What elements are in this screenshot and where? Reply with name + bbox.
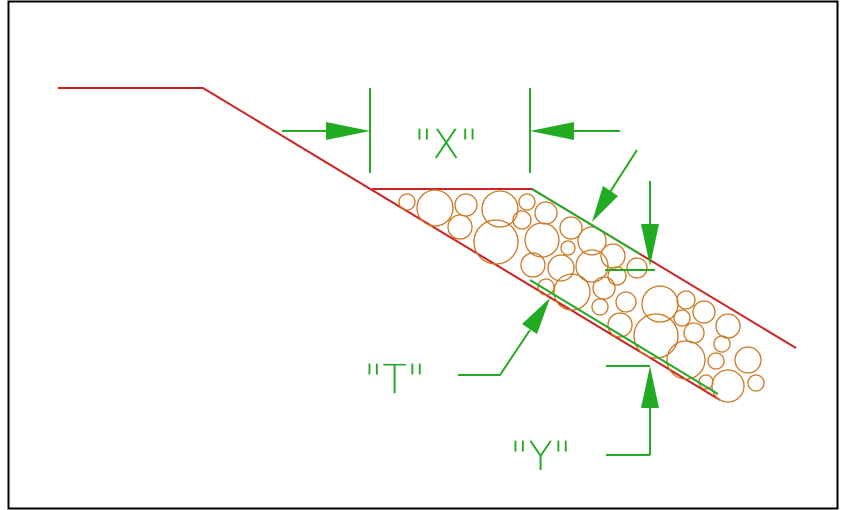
stone: [481, 190, 519, 228]
stone: [577, 226, 607, 256]
stone: [707, 352, 725, 370]
label-y: "Y": [510, 434, 571, 480]
label-t: "T": [364, 357, 425, 403]
stone: [692, 300, 716, 324]
x-arrowhead-right: [530, 122, 574, 140]
stone: [607, 312, 633, 338]
riprap-top-line: [372, 188, 797, 349]
stone: [398, 193, 416, 211]
top-leader-shaft: [609, 149, 638, 193]
t-leader-line: [458, 329, 531, 376]
stone: [524, 222, 560, 258]
stone: [673, 309, 691, 327]
x-arrowhead-left: [326, 122, 370, 140]
y-arrowhead: [641, 366, 659, 408]
stone: [713, 335, 731, 353]
y-dimension: [606, 365, 651, 456]
label-x: "X": [414, 122, 478, 168]
stone: [711, 369, 745, 403]
ground-slope-line: [58, 87, 721, 401]
stone: [734, 346, 762, 374]
stone: [607, 266, 627, 286]
stone: [518, 193, 536, 211]
stone: [537, 278, 555, 296]
stone: [676, 290, 696, 310]
stone: [641, 285, 679, 323]
stone: [553, 273, 591, 311]
stone: [633, 313, 679, 359]
stone: [512, 210, 532, 230]
stone: [666, 340, 706, 380]
stone: [591, 298, 609, 316]
stone: [473, 219, 519, 265]
stone: [560, 240, 576, 256]
vertical-leader-arrowhead: [641, 224, 659, 266]
stone: [454, 193, 478, 217]
thickness-reference-lines: [529, 188, 719, 395]
stone: [615, 291, 637, 313]
x-dimension: [282, 88, 620, 173]
stone: [447, 214, 473, 240]
stone: [520, 252, 546, 278]
stone: [626, 257, 648, 279]
stone: [715, 313, 741, 339]
top-leader-arrowhead: [592, 186, 618, 222]
stone: [592, 276, 616, 300]
border: [7, 0, 839, 510]
stone: [559, 216, 583, 240]
stone: [747, 374, 765, 392]
stone: [575, 249, 609, 283]
stone: [534, 201, 558, 225]
stone: [683, 322, 705, 344]
stone: [547, 254, 575, 282]
t-leader-arrowhead: [522, 298, 550, 334]
riprap-stones: [398, 189, 765, 403]
stone: [416, 189, 454, 227]
